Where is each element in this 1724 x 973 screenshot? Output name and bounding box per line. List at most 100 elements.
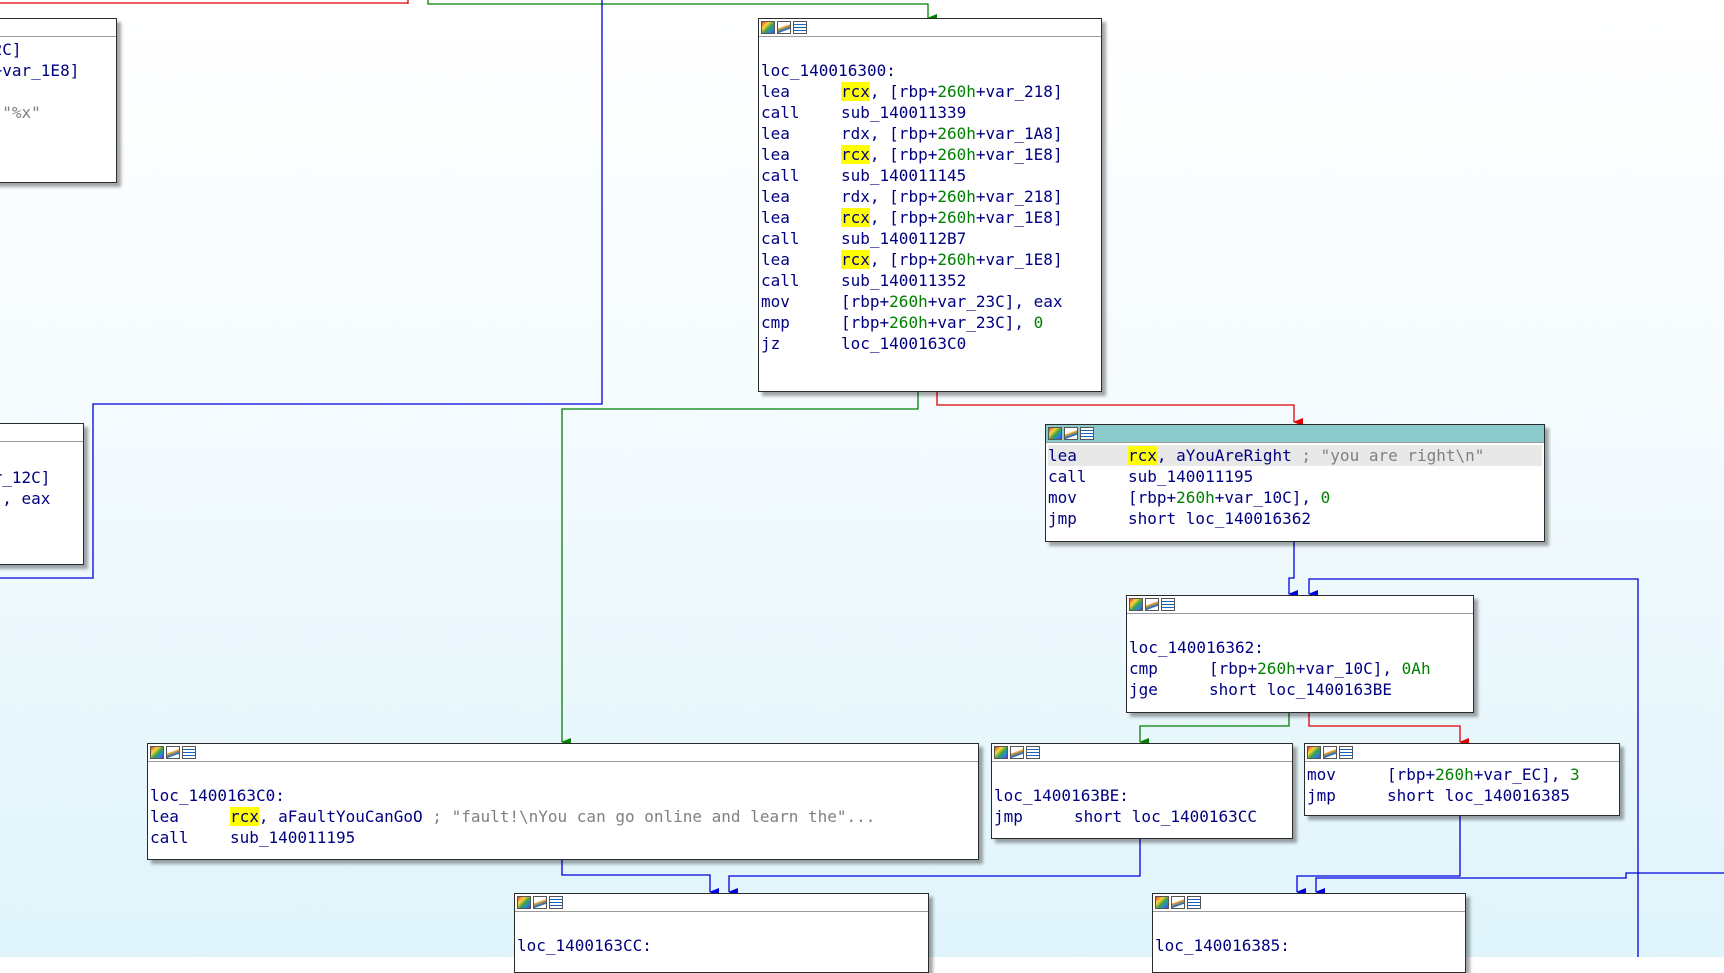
graph-group-icon[interactable]	[1187, 896, 1201, 909]
node-header[interactable]	[0, 19, 116, 37]
asm-instruction[interactable]: jge short loc_1400163BE	[1129, 679, 1471, 700]
asm-mnemonic[interactable]: call	[1048, 467, 1087, 486]
asm-mnemonic[interactable]: jge	[1129, 680, 1158, 699]
asm-instruction[interactable]: call sub_140011145	[761, 165, 1099, 186]
asm-operand[interactable]: short loc_1400163CC	[1074, 807, 1258, 826]
asm-operand-highlighted[interactable]: rcx	[841, 145, 870, 164]
asm-instruction[interactable]: call sub_140011195	[1048, 466, 1542, 487]
asm-operand-rest[interactable]: , [rbp+260h+var_1E8]	[869, 145, 1063, 164]
node-color-icon[interactable]	[1307, 746, 1321, 759]
asm-instruction[interactable]: lea rcx, [rbp+260h+var_218]	[761, 81, 1099, 102]
code-label[interactable]: loc_1400163BE:	[994, 786, 1129, 805]
graph-node-loc-1400163be[interactable]: loc_1400163BE: jmp short loc_1400163CC	[991, 743, 1293, 839]
asm-instruction[interactable]: mov[rbp+260h+var_10C], 0	[1048, 487, 1542, 508]
asm-mnemonic[interactable]: lea	[761, 187, 790, 206]
asm-operand-highlighted[interactable]: rcx	[841, 82, 870, 101]
asm-mnemonic[interactable]: jmp	[1307, 786, 1336, 805]
node-color-icon[interactable]	[1048, 427, 1062, 440]
asm-mnemonic[interactable]: call	[761, 271, 800, 290]
asm-instruction[interactable]: cmp [rbp+260h+var_10C], 0Ah	[1129, 658, 1471, 679]
asm-instruction[interactable]: lea rdx, [rbp+260h+var_218]	[761, 186, 1099, 207]
asm-operand[interactable]: sub_140011145	[841, 166, 967, 185]
graph-group-icon[interactable]	[182, 746, 196, 759]
rename-node-icon[interactable]	[166, 746, 180, 759]
asm-operand-highlighted[interactable]: rcx	[841, 208, 870, 227]
rename-node-icon[interactable]	[533, 896, 547, 909]
code-label[interactable]: loc_140016362:	[1129, 638, 1264, 657]
asm-operand-rest[interactable]: , [rbp+260h+var_1E8]	[869, 208, 1063, 227]
rename-node-icon[interactable]	[1171, 896, 1185, 909]
asm-instruction[interactable]: lea rcx, [rbp+260h+var_1E8]	[761, 144, 1099, 165]
asm-operand[interactable]: short loc_140016362	[1128, 509, 1312, 528]
node-header[interactable]	[759, 19, 1101, 37]
asm-mnemonic[interactable]: jz	[761, 334, 781, 353]
node-header[interactable]	[148, 744, 978, 762]
asm-mnemonic[interactable]: cmp	[1129, 659, 1158, 678]
asm-mnemonic[interactable]: cmp	[761, 313, 790, 332]
asm-operand[interactable]: sub_140011352	[841, 271, 967, 290]
asm-operand[interactable]: [rbp+260h+var_10C], 0	[1128, 488, 1331, 507]
asm-mnemonic[interactable]: call	[150, 828, 189, 847]
asm-operand[interactable]: [rbp+260h+var_23C], 0	[841, 313, 1044, 332]
asm-operand-rest[interactable]: , [rbp+260h+var_218]	[869, 187, 1063, 206]
asm-operand-rest[interactable]: , [rbp+260h+var_218]	[869, 82, 1063, 101]
asm-operand[interactable]: short loc_140016385	[1387, 786, 1571, 805]
asm-mnemonic[interactable]: jmp	[994, 807, 1023, 826]
asm-operand-rest[interactable]: , aYouAreRight	[1156, 446, 1292, 465]
code-label[interactable]: loc_140016300:	[761, 61, 896, 80]
node-header[interactable]	[992, 744, 1292, 762]
asm-mnemonic[interactable]: lea	[761, 145, 790, 164]
node-header[interactable]	[1046, 425, 1544, 443]
asm-operand[interactable]: rdx	[841, 187, 870, 206]
asm-operand[interactable]: [rbp+260h+var_EC], 3	[1387, 765, 1580, 784]
rename-node-icon[interactable]	[1323, 746, 1337, 759]
asm-instruction[interactable]: mov[rbp+260h+var_EC], 3	[1307, 764, 1617, 785]
asm-mnemonic[interactable]: lea	[150, 807, 179, 826]
graph-node-loc-140016385[interactable]: loc_140016385:	[1152, 893, 1466, 973]
code-label[interactable]: loc_1400163C0:	[150, 786, 285, 805]
asm-mnemonic[interactable]: lea	[761, 124, 790, 143]
asm-operand[interactable]: sub_140011195	[1128, 467, 1254, 486]
graph-group-icon[interactable]	[1339, 746, 1353, 759]
node-header[interactable]	[0, 424, 83, 442]
graph-node-partial-left-top[interactable]: 12C] h+var_1E8] ; "%x" -	[0, 18, 117, 183]
code-label[interactable]: loc_1400163CC:	[517, 936, 652, 955]
asm-operand[interactable]: [rbp+260h+var_10C], 0Ah	[1209, 659, 1431, 678]
asm-operand[interactable]: loc_1400163C0	[841, 334, 967, 353]
asm-operand[interactable]: sub_140011339	[841, 103, 967, 122]
asm-operand[interactable]: [rbp+260h+var_23C], eax	[841, 292, 1063, 311]
code-label[interactable]: loc_140016385:	[1155, 936, 1290, 955]
rename-node-icon[interactable]	[777, 21, 791, 34]
rename-node-icon[interactable]	[1145, 598, 1159, 611]
node-color-icon[interactable]	[1129, 598, 1143, 611]
rename-node-icon[interactable]	[1064, 427, 1078, 440]
asm-instruction[interactable]: lea rcx, [rbp+260h+var_1E8]	[761, 207, 1099, 228]
asm-operand[interactable]: short loc_1400163BE	[1209, 680, 1393, 699]
asm-operand[interactable]: sub_140011195	[230, 828, 356, 847]
asm-mnemonic[interactable]: lea	[761, 208, 790, 227]
graph-node-loc-1400163cc[interactable]: loc_1400163CC:	[514, 893, 929, 973]
asm-operand-highlighted[interactable]: rcx	[841, 250, 870, 269]
graph-group-icon[interactable]	[793, 21, 807, 34]
asm-mnemonic[interactable]: lea	[761, 82, 790, 101]
asm-instruction[interactable]: mov[rbp+260h+var_23C], eax	[761, 291, 1099, 312]
node-color-icon[interactable]	[761, 21, 775, 34]
asm-instruction[interactable]: jz loc_1400163C0	[761, 333, 1099, 354]
asm-operand-rest[interactable]: , [rbp+260h+var_1A8]	[869, 124, 1063, 143]
asm-mnemonic[interactable]: call	[761, 166, 800, 185]
asm-mnemonic[interactable]: lea	[761, 250, 790, 269]
node-color-icon[interactable]	[1155, 896, 1169, 909]
asm-mnemonic[interactable]: call	[761, 229, 800, 248]
asm-instruction[interactable]: call sub_140011195	[150, 827, 976, 848]
node-header[interactable]	[1305, 744, 1619, 762]
